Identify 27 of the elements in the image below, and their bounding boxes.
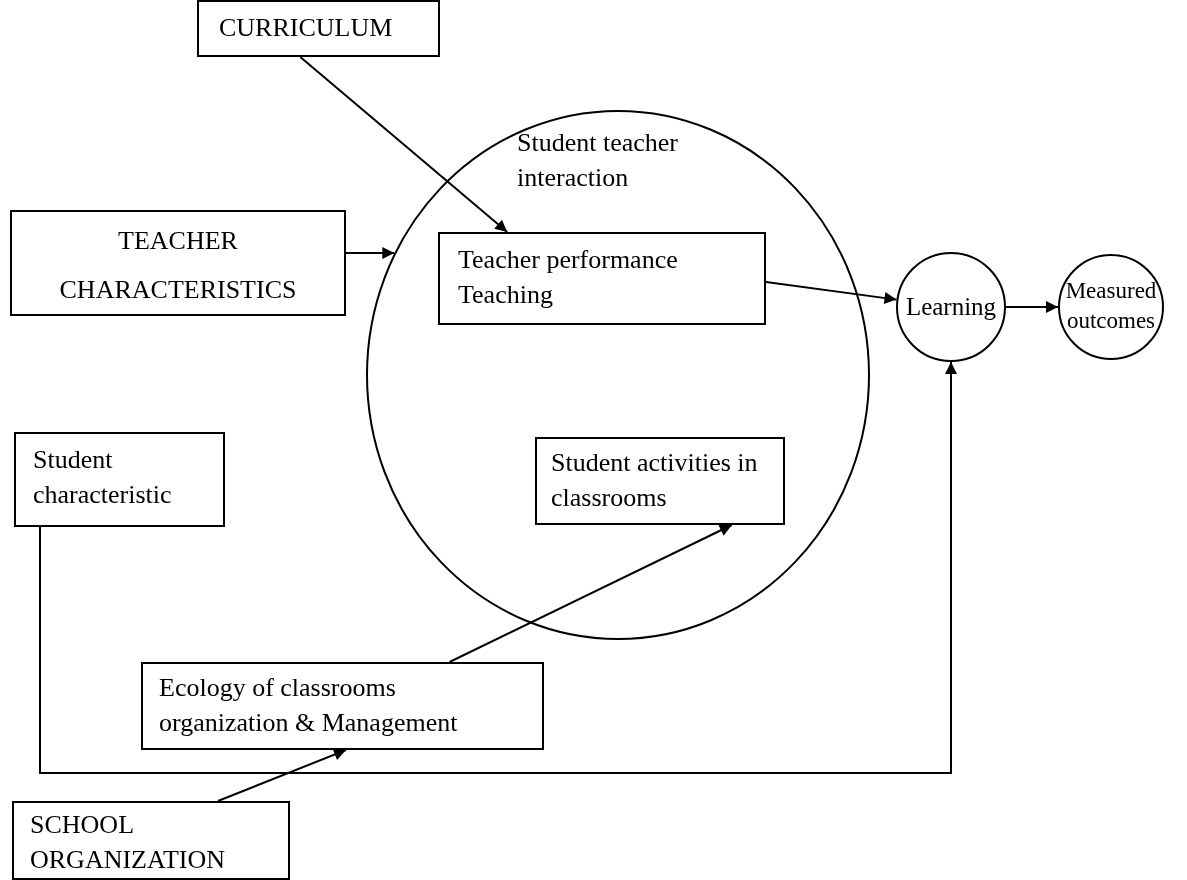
arrow — [345, 247, 396, 259]
arrow — [765, 280, 898, 304]
node-label: Learning — [904, 292, 998, 322]
text-box — [535, 437, 785, 525]
box-text: Student activities in classrooms — [551, 447, 759, 515]
text-box — [14, 432, 225, 527]
box-text: SCHOOL ORGANIZATION — [30, 809, 226, 877]
node-label: Student teacher interaction — [517, 127, 679, 195]
box-text: Student characteristic — [33, 444, 173, 512]
text-box — [438, 232, 766, 325]
arrow — [448, 524, 733, 663]
text-box — [141, 662, 544, 750]
arrow — [1005, 301, 1059, 313]
arrow — [216, 748, 347, 802]
box-text: TEACHER CHARACTERISTICS — [58, 225, 298, 307]
box-text: Ecology of classrooms organization & Management — [159, 672, 459, 740]
box-text: CURRICULUM — [219, 12, 394, 44]
arrow — [39, 361, 957, 774]
circle-node — [1058, 254, 1164, 360]
circle-node — [366, 110, 870, 640]
text-box — [197, 0, 440, 57]
circle-node — [896, 252, 1006, 362]
box-text: Teacher performance Teaching — [458, 244, 679, 312]
text-box — [12, 801, 290, 880]
node-label: Measured outcomes — [1064, 277, 1158, 335]
text-box — [10, 210, 346, 316]
arrow — [299, 56, 509, 233]
